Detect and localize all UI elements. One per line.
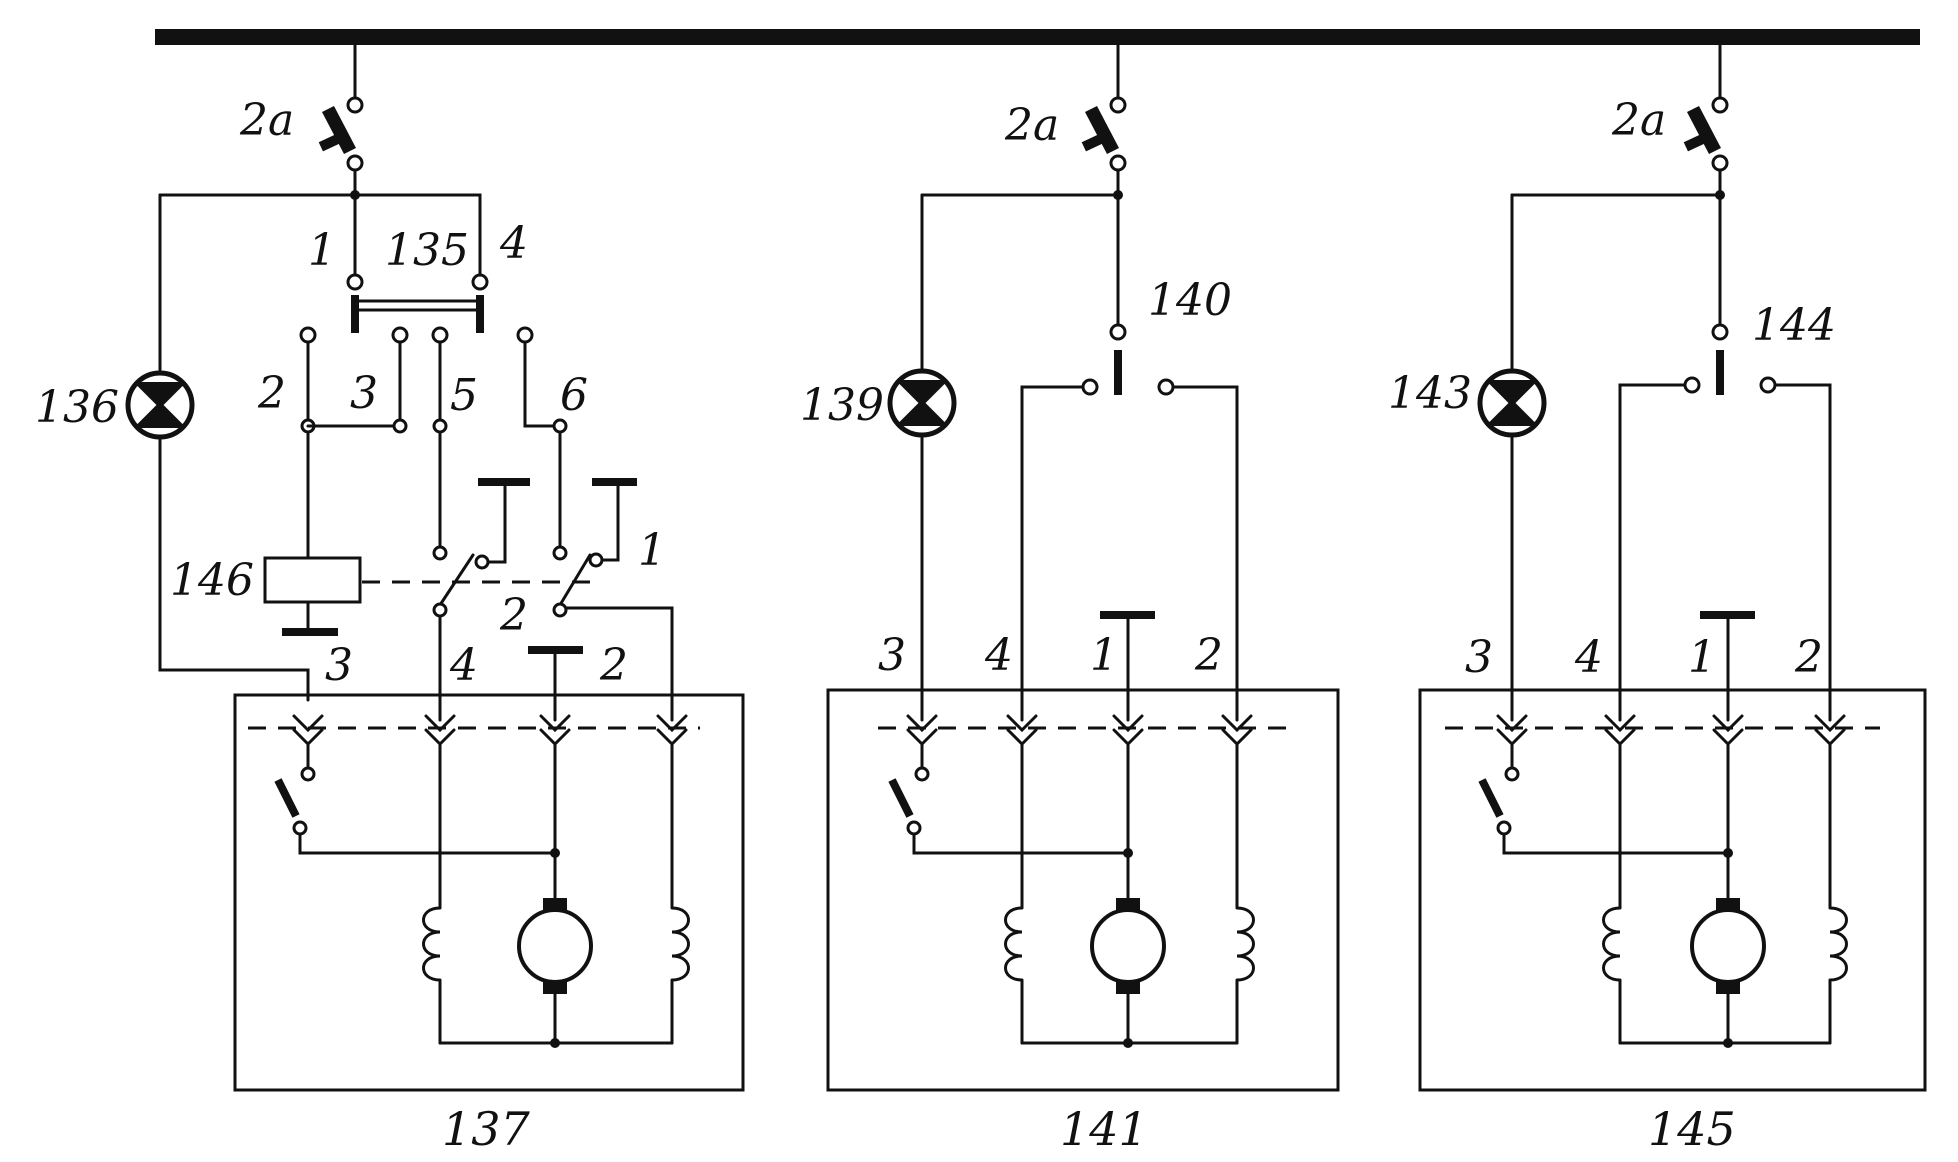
connector-pin xyxy=(1221,714,1253,733)
lamp-143-label: 143 xyxy=(1388,368,1472,419)
brush xyxy=(1716,980,1740,994)
terminal xyxy=(300,766,316,782)
svg-text:2a: 2a xyxy=(1004,100,1059,151)
svg-text:1: 1 xyxy=(1688,632,1716,683)
brush xyxy=(543,980,567,994)
section-141: 2a 139 140 3 4 1 2 14 xyxy=(800,35,1340,1156)
svg-text:1: 1 xyxy=(1090,630,1118,681)
motor-armature xyxy=(1090,908,1166,984)
connector-pin xyxy=(656,714,688,733)
switch-140: 140 xyxy=(1020,193,1239,722)
lamp-136-label: 136 xyxy=(35,382,119,433)
connector-pin xyxy=(1814,714,1846,733)
brush xyxy=(1116,980,1140,994)
breaker-2a xyxy=(1687,106,1721,154)
terminal xyxy=(292,820,308,836)
svg-text:5: 5 xyxy=(450,370,478,421)
field-coil xyxy=(1602,906,1621,982)
lamp-143 xyxy=(1477,368,1547,438)
connector-pin xyxy=(906,714,938,733)
svg-text:6: 6 xyxy=(560,370,588,421)
svg-text:4: 4 xyxy=(1574,632,1603,683)
connector-pin xyxy=(539,714,571,733)
svg-text:2: 2 xyxy=(499,590,528,641)
field-coil xyxy=(422,906,441,982)
switch-144: 144 xyxy=(1618,193,1836,722)
internal-switch xyxy=(1478,778,1504,818)
field-coil xyxy=(671,906,690,982)
connector-pin xyxy=(1604,714,1636,733)
connector-pin xyxy=(1112,714,1144,733)
svg-text:2a: 2a xyxy=(1611,95,1666,146)
svg-text:4: 4 xyxy=(499,218,528,269)
terminal xyxy=(1496,820,1512,836)
unit-137 xyxy=(233,693,745,1092)
unit-145 xyxy=(1418,688,1927,1092)
motor-armature xyxy=(517,908,593,984)
field-coil xyxy=(1004,906,1023,982)
svg-text:1: 1 xyxy=(308,225,336,276)
breaker-2a xyxy=(322,106,356,154)
svg-text:2: 2 xyxy=(257,368,286,419)
terminal xyxy=(346,96,364,114)
switch-144-label: 144 xyxy=(1752,300,1836,351)
internal-switch xyxy=(274,778,300,818)
relay-146-label: 146 xyxy=(170,555,254,606)
controller-135: 135 1 4 2 3 5 6 xyxy=(257,218,588,561)
switch-140-label: 140 xyxy=(1148,275,1232,326)
field-coil xyxy=(1236,906,1255,982)
lamp-139 xyxy=(887,368,957,438)
connector-pin xyxy=(1712,714,1744,733)
svg-text:4: 4 xyxy=(449,640,478,691)
unit-137-label: 137 xyxy=(442,1102,531,1156)
connector-pin xyxy=(1496,714,1528,733)
relay-146: 146 1 2 xyxy=(170,430,674,722)
svg-text:2: 2 xyxy=(599,640,628,691)
connector-pin xyxy=(424,714,456,733)
terminal xyxy=(1504,766,1520,782)
terminal xyxy=(906,820,922,836)
svg-text:3: 3 xyxy=(878,630,906,681)
unit-141 xyxy=(826,688,1340,1092)
unit-145-label: 145 xyxy=(1648,1102,1736,1156)
connector-pin xyxy=(1006,714,1038,733)
terminal xyxy=(914,766,930,782)
breaker-2a xyxy=(1085,106,1119,154)
svg-text:3: 3 xyxy=(350,368,378,419)
svg-text:2: 2 xyxy=(1194,630,1223,681)
svg-text:3: 3 xyxy=(1465,632,1493,683)
section-137: 2a 136 135 1 4 xyxy=(35,35,745,1156)
svg-text:2: 2 xyxy=(1794,632,1823,683)
lamp-136 xyxy=(125,370,195,440)
svg-text:4: 4 xyxy=(984,630,1013,681)
connector-pin xyxy=(292,714,324,733)
field-coil xyxy=(1829,906,1848,982)
svg-text:3: 3 xyxy=(325,640,353,691)
controller-135-label: 135 xyxy=(385,225,469,276)
internal-switch xyxy=(888,778,914,818)
breaker-2a-label: 2a xyxy=(239,95,294,146)
svg-text:1: 1 xyxy=(638,525,666,576)
motor-armature xyxy=(1690,908,1766,984)
lamp-139-label: 139 xyxy=(800,380,884,431)
unit-141-label: 141 xyxy=(1060,1102,1148,1156)
section-145: 2a 143 144 3 4 1 2 145 xyxy=(1388,35,1927,1156)
